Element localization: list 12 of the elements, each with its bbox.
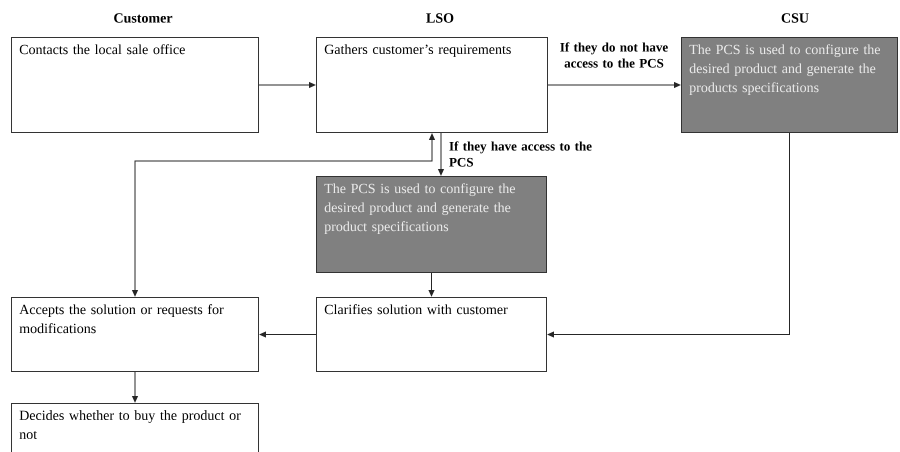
- edge-label: If they have access to the PCS: [448, 140, 600, 168]
- shaded-process-box: The PCS is used to configure the desired product and generate the products specifications: [681, 37, 898, 133]
- process-box: Clarifies solution with customer: [316, 297, 547, 372]
- column-heading: Customer: [114, 13, 172, 23]
- process-box: Accepts the solution or requests for modifications: [11, 297, 259, 372]
- shaded-process-box: The PCS is used to configure the desired product and generate the product specifications: [316, 176, 547, 273]
- column-heading: LSO: [426, 13, 454, 23]
- process-box: Decides whether to buy the product or not: [11, 403, 259, 452]
- edge-label: If they do not have access to the PCS: [548, 41, 680, 69]
- process-box: Contacts the local sale office: [11, 37, 259, 133]
- process-box: Gathers customer’s requirements: [316, 37, 548, 133]
- column-heading: CSU: [782, 13, 809, 23]
